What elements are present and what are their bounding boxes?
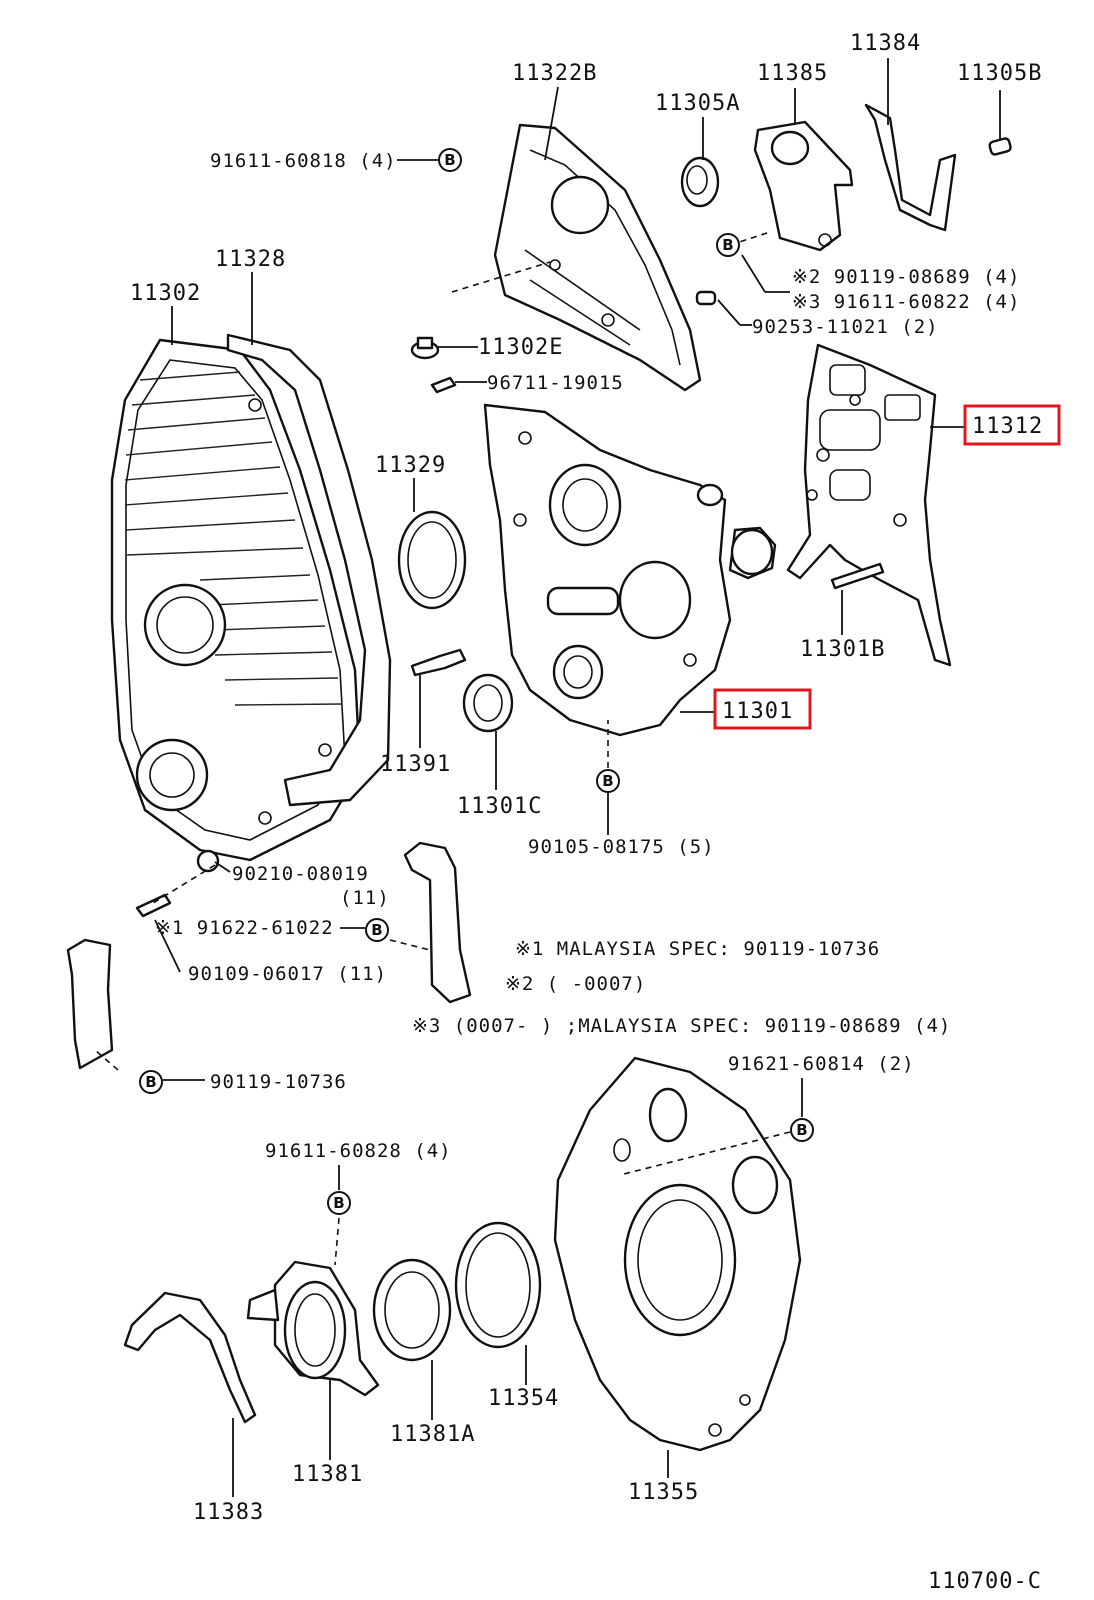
bracket-11384 <box>864 103 957 232</box>
label-91611-60818: 91611-60818 (4) <box>210 150 397 172</box>
timing-cover-11302 <box>110 338 362 862</box>
note-2: ※2 ( -0007) <box>505 973 646 995</box>
svg-text:B: B <box>602 772 613 790</box>
label-11381: 11381 <box>292 1462 363 1487</box>
label-91621-60814: 91621-60814 (2) <box>728 1053 915 1075</box>
label-11355: 11355 <box>628 1480 699 1505</box>
label-90119-08689: ※2 90119-08689 (4) <box>792 266 1020 288</box>
label-91611-60828: 91611-60828 (4) <box>265 1140 452 1162</box>
label-11301b: 11301B <box>800 637 885 662</box>
label-11305a: 11305A <box>655 91 740 116</box>
bolt-marker: B <box>716 233 740 257</box>
label-91611-60822: ※3 91611-60822 (4) <box>792 291 1020 313</box>
note-1: ※1 MALAYSIA SPEC: 90119-10736 <box>515 938 880 960</box>
seal-11329 <box>397 510 467 610</box>
plug-96711 <box>430 376 457 394</box>
highlight-11312[interactable]: 11312 <box>963 404 1061 446</box>
bracket-center <box>403 841 472 1004</box>
bracket-left <box>66 938 114 1070</box>
label-11329: 11329 <box>375 453 446 478</box>
bracket-11385 <box>753 120 854 252</box>
bolt-marker: B <box>139 1070 163 1094</box>
svg-text:B: B <box>333 1194 344 1212</box>
stud-11301b <box>830 562 885 590</box>
diagram-code: 110700-C <box>928 1569 1042 1594</box>
label-11384: 11384 <box>850 31 921 56</box>
note-3: ※3 (0007- ) ;MALAYSIA SPEC: 90119-08689 … <box>412 1015 951 1037</box>
label-90105-08175: 90105-08175 (5) <box>528 836 715 858</box>
part-labels: 11384 11322B 11385 11305B 11305A 91611-6… <box>130 31 1042 1594</box>
svg-text:B: B <box>796 1121 807 1139</box>
svg-text:B: B <box>371 921 382 939</box>
leader-lines <box>154 58 1001 1497</box>
bolt-marker: B <box>327 1191 351 1215</box>
label-11354: 11354 <box>488 1386 559 1411</box>
label-11301: 11301 <box>722 699 793 724</box>
label-90210-qty: (11) <box>340 887 390 909</box>
label-11302e: 11302E <box>478 335 563 360</box>
svg-text:B: B <box>722 236 733 254</box>
label-96711-19015: 96711-19015 <box>487 372 624 394</box>
label-90253-11021: 90253-11021 (2) <box>752 316 939 338</box>
bolt-marker: B <box>438 148 462 172</box>
bolt-marker: B <box>365 918 389 942</box>
label-11381a: 11381A <box>390 1422 475 1447</box>
label-11383: 11383 <box>193 1500 264 1525</box>
label-11328: 11328 <box>215 247 286 272</box>
label-11385: 11385 <box>757 61 828 86</box>
spec-notes: ※1 MALAYSIA SPEC: 90119-10736 ※2 ( -0007… <box>412 938 951 1037</box>
bolt-90109 <box>135 893 172 918</box>
gear-case-11301 <box>483 403 777 737</box>
svg-text:B: B <box>444 151 455 169</box>
bolt-marker: B <box>596 769 620 793</box>
nut-90210 <box>196 849 220 873</box>
seal-11305a <box>680 156 720 208</box>
label-90119-10736: 90119-10736 <box>210 1071 347 1093</box>
label-11312: 11312 <box>972 414 1043 439</box>
highlight-11301[interactable]: 11301 <box>713 688 812 730</box>
svg-text:B: B <box>145 1073 156 1091</box>
label-90109-06017: 90109-06017 (11) <box>188 963 387 985</box>
plug-11302e <box>410 336 440 360</box>
gasket-11328 <box>226 333 392 807</box>
pin-11305b <box>988 137 1012 156</box>
label-11302: 11302 <box>130 281 201 306</box>
retainer-11381 <box>246 1260 380 1397</box>
label-11305b: 11305B <box>957 61 1042 86</box>
retainer-11381a <box>372 1258 452 1362</box>
gasket-11312 <box>786 343 952 667</box>
sensor-11391 <box>410 648 467 677</box>
label-90210-08019: 90210-08019 <box>232 863 369 885</box>
belt-plate-11322b <box>493 123 702 392</box>
gasket-11383 <box>123 1291 257 1424</box>
pin-90253 <box>695 290 717 306</box>
label-11391: 11391 <box>380 752 451 777</box>
oil-seal-11354 <box>454 1221 542 1349</box>
bolt-marker: B <box>790 1118 814 1142</box>
seal-11301c <box>462 673 514 733</box>
label-11322b: 11322B <box>512 61 597 86</box>
end-plate-11355 <box>553 1056 802 1452</box>
label-11301c: 11301C <box>457 794 542 819</box>
label-91622-61022: ※1 91622-61022 <box>155 917 334 939</box>
